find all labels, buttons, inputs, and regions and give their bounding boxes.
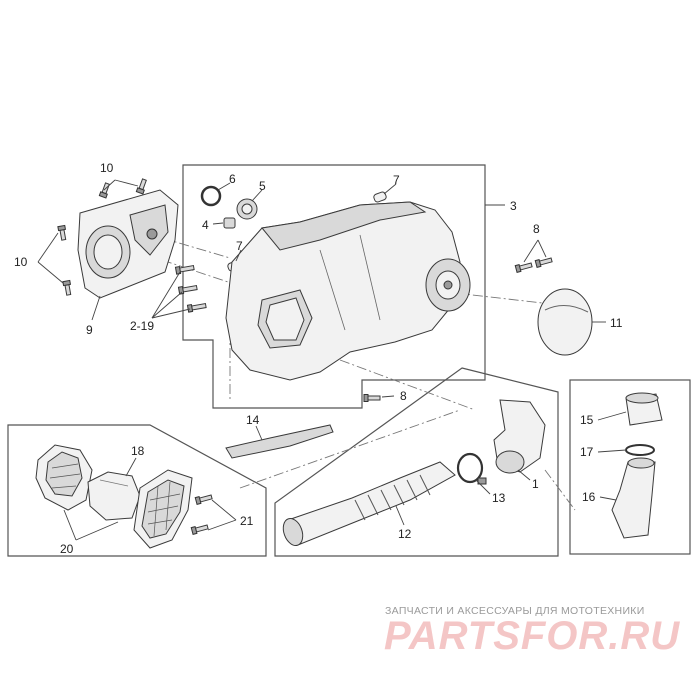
label-1: 1 (532, 477, 539, 491)
align-line (161, 259, 229, 283)
part-1-elbow-duct (493, 399, 546, 474)
part-18-filter-element (87, 471, 141, 521)
part-13-hose-clamp (456, 452, 487, 485)
label-7-left: 7 (236, 239, 243, 253)
label-8-bottom: 8 (400, 389, 407, 403)
align-line (161, 237, 231, 259)
filter-cover-mesh (133, 469, 193, 549)
align-line (239, 409, 461, 489)
part-20-filter-housing (35, 444, 93, 511)
part-17-clamp (625, 444, 655, 456)
part-15-duct-cap (625, 392, 663, 426)
label-16: 16 (582, 490, 596, 504)
label-17: 17 (580, 445, 594, 459)
label-2-19: 2-19 (130, 319, 154, 333)
leader-lines (37, 179, 627, 541)
watermark-tagline: ЗАПЧАСТИ И АКСЕССУАРЫ ДЛЯ МОТОТЕХНИКИ (385, 605, 645, 617)
part-11-round-cover (537, 288, 593, 356)
label-3: 3 (510, 199, 517, 213)
align-line (544, 469, 576, 511)
intake-hose-frame (274, 367, 559, 557)
label-14: 14 (246, 413, 260, 427)
part-labels: 10 10 9 2-19 6 5 4 7 7 3 8 11 8 14 18 20… (14, 161, 623, 556)
label-12: 12 (398, 527, 412, 541)
label-15: 15 (580, 413, 594, 427)
label-10-left: 10 (14, 255, 28, 269)
label-5: 5 (259, 179, 266, 193)
label-20: 20 (60, 542, 74, 556)
part-16-duct-pipe (611, 457, 656, 539)
label-6: 6 (229, 172, 236, 186)
label-8-right: 8 (533, 222, 540, 236)
label-21: 21 (240, 514, 254, 528)
part-6-circlip (200, 185, 222, 207)
part-4-bushing (223, 217, 236, 229)
duct-kit-frame (569, 379, 691, 555)
part-5-bearing (236, 198, 258, 220)
watermark-brand: PARTSFOR.RU (384, 614, 681, 658)
part-12-intake-hose (282, 461, 456, 547)
part-7-dowel-top (373, 191, 387, 203)
label-18: 18 (131, 444, 145, 458)
label-7-top: 7 (393, 173, 400, 187)
main-cover-frame (182, 164, 486, 409)
align-line (339, 359, 476, 411)
part-14-strip (225, 424, 334, 459)
label-11: 11 (610, 316, 623, 330)
label-10-top: 10 (100, 161, 114, 175)
label-13: 13 (492, 491, 506, 505)
filter-box-frame (7, 424, 267, 557)
part-9-inner-plate (77, 189, 179, 299)
label-9: 9 (86, 323, 93, 337)
part-3-transmission-cover (225, 201, 471, 381)
label-4: 4 (202, 218, 209, 232)
